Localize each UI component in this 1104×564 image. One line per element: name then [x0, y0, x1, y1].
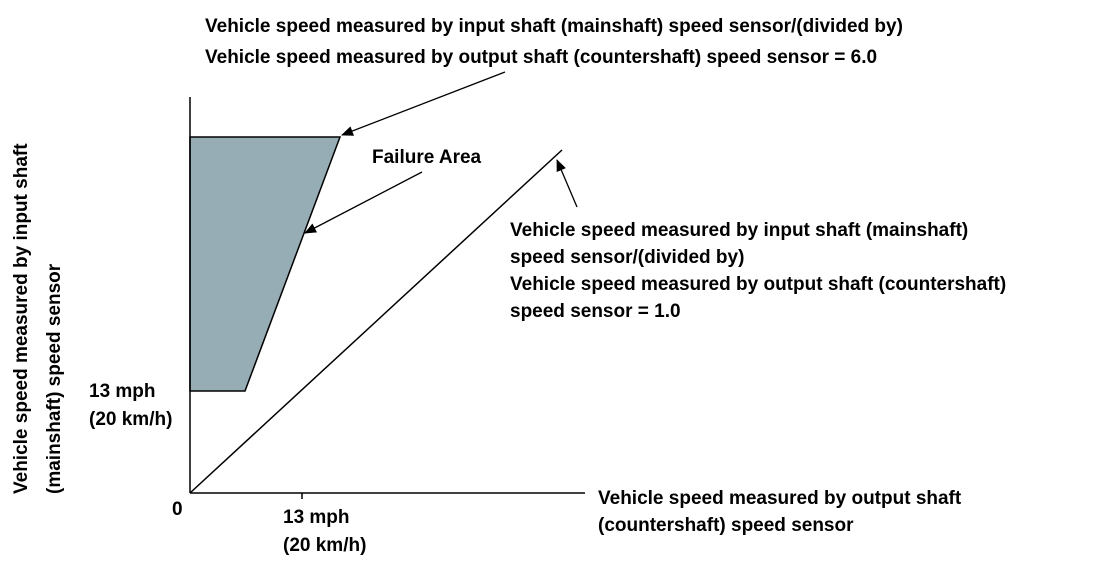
ratio-note-line-4: speed sensor = 1.0	[510, 301, 681, 322]
x-axis-label-line-2: (countershaft) speed sensor	[598, 515, 854, 536]
ratio-note-line-2: speed sensor/(divided by)	[510, 247, 744, 268]
y-threshold-label-line-1: 13 mph	[89, 381, 156, 402]
y-axis-label-line-2: (mainshaft) speed sensor	[44, 263, 65, 494]
x-threshold-label-line-1: 13 mph	[283, 507, 350, 528]
ratio-six-arrow	[341, 71, 506, 136]
ratio-note-line-1: Vehicle speed measured by input shaft (m…	[510, 220, 968, 241]
x-threshold-label-line-2: (20 km/h)	[283, 535, 366, 556]
ratio-one-arrow	[556, 159, 578, 208]
top-note-line-2: Vehicle speed measured by output shaft (…	[205, 47, 877, 68]
x-axis-label-line-1: Vehicle speed measured by output shaft	[598, 488, 962, 509]
top-note-line-1: Vehicle speed measured by input shaft (m…	[205, 16, 903, 37]
failure-area-label: Failure Area	[372, 147, 482, 168]
ratio-note-line-3: Vehicle speed measured by output shaft (…	[510, 274, 1006, 295]
ratio-one-line	[189, 149, 563, 494]
y-axis-label-line-1: Vehicle speed measured by input shaft	[11, 143, 32, 494]
failure-area-region	[189, 136, 342, 392]
y-threshold-label-line-2: (20 km/h)	[89, 409, 172, 430]
failure-area-arrow	[304, 171, 423, 234]
origin-label: 0	[172, 499, 183, 520]
